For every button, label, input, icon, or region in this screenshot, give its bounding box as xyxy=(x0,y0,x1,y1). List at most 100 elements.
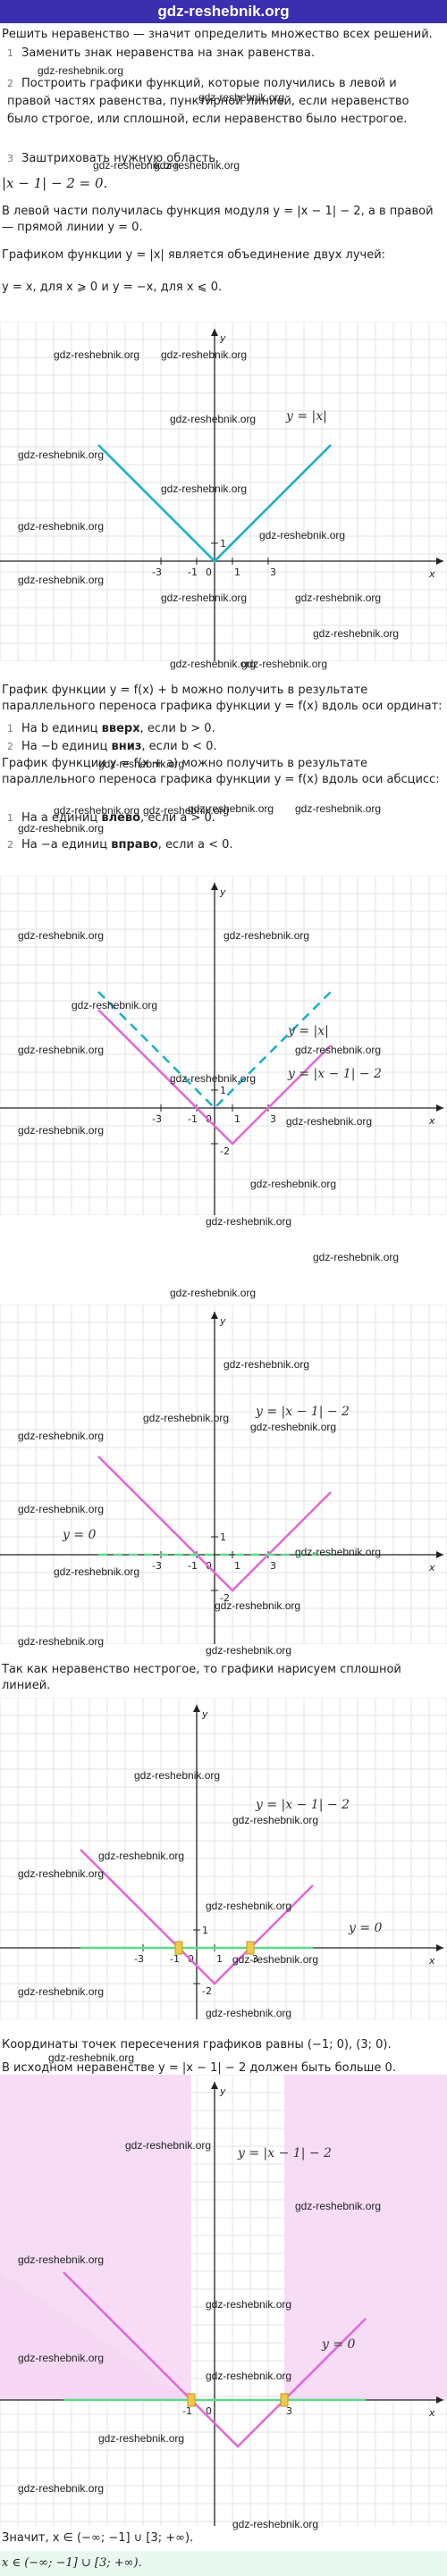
x-axis-label: x xyxy=(428,1955,435,1967)
y-tick-label: 1 xyxy=(220,1085,226,1096)
grid xyxy=(0,876,447,1215)
label-shifted: y = |x − 1| − 2 xyxy=(287,1067,382,1081)
watermark-text: gdz-reshebnik.org xyxy=(232,2518,319,2530)
watermark-text: gdz-reshebnik.org xyxy=(72,999,158,1011)
watermark-text: gdz-reshebnik.org xyxy=(18,2253,105,2266)
series-line xyxy=(80,1849,314,1985)
watermark-text: gdz-reshebnik.org xyxy=(170,1287,257,1299)
intersection-point xyxy=(174,1941,183,1955)
y-axis-label: y xyxy=(219,886,226,898)
x-axis-arrow xyxy=(436,1944,443,1951)
watermark-text: gdz-reshebnik.org xyxy=(38,64,124,77)
grid xyxy=(0,322,447,661)
watermark-text: gdz-reshebnik.org xyxy=(250,1178,337,1190)
nonstrict-text: Так как неравенство нестрогое, то график… xyxy=(2,1663,401,1692)
x-tick-label: -3 xyxy=(152,1113,162,1125)
y-tick-label: 1 xyxy=(220,538,226,550)
x-tick-label: -1 xyxy=(170,1953,180,1965)
label-abs: y = |x| xyxy=(285,409,327,424)
grid xyxy=(0,1698,447,2019)
watermark-text: gdz-reshebnik.org xyxy=(18,1430,105,1442)
label-zero: y = 0 xyxy=(62,1528,97,1542)
abs-graph-text: Графиком функции y = |x| является объеди… xyxy=(2,248,386,262)
watermark-text: gdz-reshebnik.org xyxy=(18,822,105,835)
watermark-text: gdz-reshebnik.org xyxy=(161,482,248,495)
watermark-text: gdz-reshebnik.org xyxy=(18,1124,105,1137)
series-line xyxy=(97,1456,332,1592)
x-tick-label: 0 xyxy=(206,2405,212,2417)
watermark-text: gdz-reshebnik.org xyxy=(313,1251,400,1263)
y-axis-label: y xyxy=(219,2085,226,2097)
watermark-text: gdz-reshebnik.org xyxy=(206,2370,292,2382)
x-tick-label: 3 xyxy=(270,566,276,578)
intro-text: Решить неравенство — значит определить м… xyxy=(2,28,433,41)
means-text: Значит, x ∈ (−∞; −1] ∪ [3; +∞). xyxy=(2,2531,194,2545)
watermark-text: gdz-reshebnik.org xyxy=(18,2482,105,2495)
label-shifted: y = |x − 1| − 2 xyxy=(255,1798,350,1812)
watermark-text: gdz-reshebnik.org xyxy=(18,449,105,461)
watermark-text: gdz-reshebnik.org xyxy=(188,802,274,815)
watermark-text: gdz-reshebnik.org xyxy=(286,1115,373,1128)
intersection-point xyxy=(280,2393,289,2407)
watermark-text: gdz-reshebnik.org xyxy=(98,2432,185,2445)
intersection-point xyxy=(187,2393,196,2407)
watermark-text: gdz-reshebnik.org xyxy=(206,1215,292,1228)
x-tick-label: -3 xyxy=(152,566,162,578)
watermark-text: gdz-reshebnik.org xyxy=(215,1599,301,1612)
y-axis-label: y xyxy=(219,1315,226,1327)
x-axis-arrow xyxy=(436,1104,443,1112)
watermark-text: gdz-reshebnik.org xyxy=(125,2139,212,2152)
y-tick-label: -2 xyxy=(202,1985,212,1997)
y-tick-label: 1 xyxy=(220,1531,226,1543)
x-axis-arrow xyxy=(436,1551,443,1558)
watermark-text: gdz-reshebnik.org xyxy=(18,574,105,586)
left-part-text: В левой части получилась функция модуля … xyxy=(2,205,434,234)
x-tick-label: 1 xyxy=(234,1113,240,1125)
watermark-text: gdz-reshebnik.org xyxy=(143,804,230,817)
watermark-text: gdz-reshebnik.org xyxy=(98,1850,185,1862)
y-tick-label: -2 xyxy=(220,1592,230,1604)
x-tick-label: 3 xyxy=(270,1113,276,1125)
points-text: Координаты точек пересечения графиков ра… xyxy=(2,2038,392,2052)
x-tick-label: 3 xyxy=(270,1560,276,1572)
watermark-text: gdz-reshebnik.org xyxy=(259,529,346,541)
x-axis-label: x xyxy=(428,1115,435,1127)
site-logo[interactable]: gdz-reshebnik.org xyxy=(157,3,290,20)
x-axis-label: x xyxy=(428,568,435,580)
watermark-text: gdz-reshebnik.org xyxy=(206,2298,292,2311)
series-line xyxy=(97,1009,332,1145)
watermark-text: gdz-reshebnik.org xyxy=(161,348,248,361)
y-axis-label: y xyxy=(219,332,226,344)
label-zero: y = 0 xyxy=(348,1921,383,1935)
watermark-text: gdz-reshebnik.org xyxy=(18,1867,105,1880)
x-tick-label: -3 xyxy=(134,1953,144,1965)
shift-b-text: График функции y = f(x) + b можно получи… xyxy=(2,684,443,713)
y-tick-label: 1 xyxy=(202,1925,208,1936)
y-axis-label: y xyxy=(201,1708,208,1720)
watermark-text: gdz-reshebnik.org xyxy=(295,1044,382,1056)
watermark-text: gdz-reshebnik.org xyxy=(295,1546,382,1558)
x-tick-label: 1 xyxy=(234,1560,240,1572)
y-tick-label: -2 xyxy=(220,1145,230,1157)
watermark-text: gdz-reshebnik.org xyxy=(18,520,105,533)
watermark-text: gdz-reshebnik.org xyxy=(98,758,185,770)
x-axis-arrow xyxy=(436,558,443,565)
watermark-text: gdz-reshebnik.org xyxy=(198,91,285,104)
watermark-text: gdz-reshebnik.org xyxy=(170,658,257,670)
label-shifted: y = |x − 1| − 2 xyxy=(255,1405,350,1419)
x-axis-label: x xyxy=(428,2407,435,2419)
y-axis-arrow xyxy=(193,1705,200,1712)
x-tick-label: -3 xyxy=(152,1560,162,1572)
y-axis-arrow xyxy=(211,1312,218,1319)
watermark-text: gdz-reshebnik.org xyxy=(143,1412,230,1424)
x-tick-label: -1 xyxy=(188,1560,198,1572)
